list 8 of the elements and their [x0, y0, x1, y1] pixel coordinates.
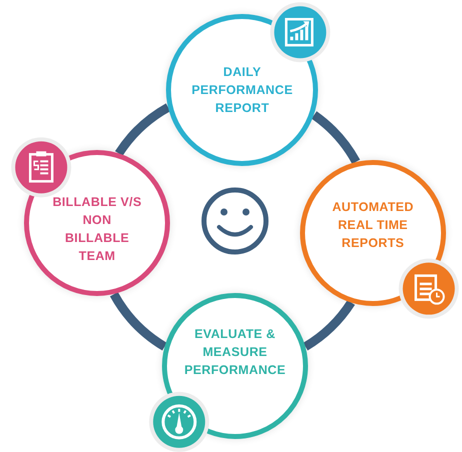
ring-connector — [311, 111, 360, 164]
node-label: EVALUATE & MEASURE PERFORMANCE — [183, 326, 287, 379]
ring-connector — [115, 103, 171, 156]
node-label: BILLABLE V/S NON BILLABLE TEAM — [52, 194, 143, 266]
node-label: DAILY PERFORMANCE REPORT — [190, 64, 294, 118]
node-label: AUTOMATED REAL TIME REPORTS — [331, 198, 415, 252]
ring-connector — [110, 292, 168, 350]
ring-connector — [302, 300, 355, 350]
